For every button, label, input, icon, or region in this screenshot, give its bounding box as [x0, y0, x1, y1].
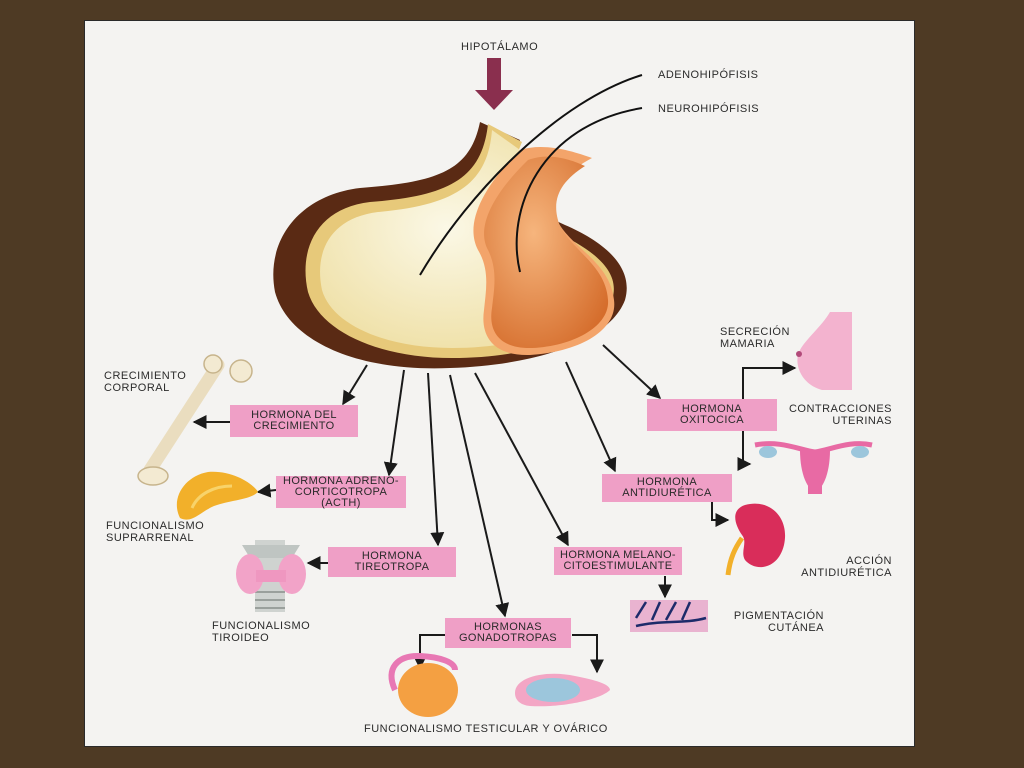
label-thyroid-function: FUNCIONALISMO TIROIDEO	[212, 620, 311, 644]
skin-pigmentation-icon	[630, 600, 708, 632]
adrenal-gland-icon	[176, 471, 258, 520]
hormone-box-acth: HORMONA ADRENO- CORTICOTROPA (ACTH)	[276, 475, 406, 508]
kidney-icon	[725, 503, 786, 576]
hormone-box-gonadotropic: HORMONAS GONADOTROPAS	[445, 618, 571, 648]
label-mammary-secretion: SECRECIÓN MAMARIA	[720, 326, 790, 350]
hormone-arrows	[192, 344, 797, 674]
hormone-box-growth: HORMONA DEL CRECIMIENTO	[230, 405, 358, 437]
testis-icon	[388, 652, 458, 717]
label-neurohypophysis: NEUROHIPÓFISIS	[658, 103, 760, 115]
hormone-box-antidiuretic: HORMONA ANTIDIURÉTICA	[602, 474, 732, 502]
hormone-box-thyrotropic: HORMONA TIREOTROPA	[328, 547, 456, 577]
hypothalamus-arrow-icon	[475, 58, 513, 110]
breast-icon	[796, 312, 852, 390]
label-gonadal-function: FUNCIONALISMO TESTICULAR Y OVÁRICO	[364, 723, 608, 735]
label-body-growth: CRECIMIENTO CORPORAL	[104, 370, 187, 394]
label-hypothalamus: HIPOTÁLAMO	[461, 41, 539, 53]
pituitary-gland-illustration	[273, 122, 627, 369]
hormone-box-oxytocin: HORMONA OXITOCICA	[647, 399, 777, 431]
uterus-icon	[754, 441, 873, 494]
label-adrenal-function: FUNCIONALISMO SUPRARRENAL	[106, 520, 205, 544]
label-adenohypophysis: ADENOHIPÓFISIS	[658, 69, 759, 81]
label-uterine-contractions: CONTRACCIONES UTERINAS	[788, 403, 892, 427]
label-skin-pigmentation: PIGMENTACIÓN CUTÁNEA	[733, 610, 824, 634]
hormone-box-msh: HORMONA MELANO- CITOESTIMULANTE	[554, 547, 682, 575]
label-antidiuretic-action: ACCIÓN ANTIDIURÉTICA	[801, 555, 892, 579]
ovary-icon	[515, 673, 610, 707]
bone-icon	[137, 354, 253, 486]
thyroid-gland-icon	[236, 540, 306, 612]
